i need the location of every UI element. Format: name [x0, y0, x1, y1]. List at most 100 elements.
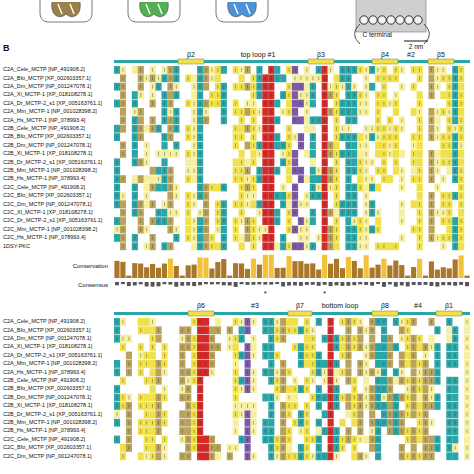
- residue-cell: [434, 74, 440, 82]
- residue-glyph: [152, 236, 153, 240]
- residue-glyph: [253, 186, 254, 190]
- residue-cell: [411, 402, 417, 410]
- residue-cell: [191, 167, 197, 175]
- residue-cell: [334, 133, 340, 141]
- residue-glyph: [146, 152, 147, 156]
- residue-glyph: [330, 93, 331, 97]
- residue-cell: [161, 100, 167, 108]
- residue-cell: [328, 91, 334, 99]
- residue-cell: [304, 66, 310, 74]
- residue-glyph: [289, 85, 290, 89]
- residue-cell: [417, 167, 423, 175]
- residue-cell: [161, 66, 167, 74]
- residue-glyph: [170, 127, 171, 131]
- residue-glyph: [188, 127, 189, 131]
- residue-glyph: [289, 144, 290, 148]
- residue-cell: [304, 74, 310, 82]
- residue-glyph: [348, 85, 349, 89]
- residue-glyph: [265, 202, 266, 206]
- residue-cell: [250, 368, 256, 376]
- residue-cell: [292, 402, 298, 410]
- residue-cell: [150, 100, 156, 108]
- residue-cell: [286, 209, 292, 217]
- residue-glyph: [395, 135, 396, 139]
- residue-cell: [452, 234, 458, 242]
- residue-cell: [150, 335, 156, 343]
- residue-glyph: [188, 169, 189, 173]
- residue-glyph: [449, 102, 450, 106]
- residue-cell: [351, 150, 357, 158]
- residue-glyph: [253, 244, 254, 248]
- residue-glyph: [170, 135, 171, 139]
- residue-glyph: [241, 211, 242, 215]
- residue-cell: [345, 335, 351, 343]
- residue-cell: [114, 385, 120, 393]
- residue-cell: [458, 226, 464, 234]
- residue-cell: [233, 394, 239, 402]
- residue-cell: [434, 209, 440, 217]
- residue-cell: [405, 335, 411, 343]
- residue-cell: [191, 175, 197, 183]
- residue-cell: [197, 335, 203, 343]
- residue-glyph: [366, 211, 367, 215]
- residue-glyph: [300, 219, 301, 223]
- residue-cell: [381, 318, 387, 326]
- strand-mark: [58, 4, 74, 14]
- residue-glyph: [378, 211, 379, 215]
- residue-cell: [357, 394, 363, 402]
- residue-cell: [120, 226, 126, 234]
- residue-cell: [334, 184, 340, 192]
- residue-cell: [197, 167, 203, 175]
- residue-cell: [209, 352, 215, 360]
- residue-glyph: [449, 85, 450, 89]
- residue-glyph: [170, 186, 171, 190]
- residue-cell: [156, 326, 162, 334]
- residue-cell: [286, 200, 292, 208]
- residue-cell: [167, 83, 173, 91]
- residue-glyph: [253, 93, 254, 97]
- residue-cell: [150, 368, 156, 376]
- residue-glyph: [461, 118, 462, 122]
- residue-cell: [138, 83, 144, 91]
- residue-cell: [256, 150, 262, 158]
- residue-cell: [428, 402, 434, 410]
- residue-cell: [345, 184, 351, 192]
- residue-glyph: [306, 110, 307, 114]
- residue-cell: [322, 368, 328, 376]
- residue-cell: [464, 352, 470, 360]
- residue-cell: [351, 184, 357, 192]
- residue-cell: [405, 343, 411, 351]
- residue-cell: [126, 368, 132, 376]
- residue-cell: [262, 209, 268, 217]
- residue-cell: [351, 335, 357, 343]
- residue-cell: [221, 83, 227, 91]
- residue-cell: [322, 91, 328, 99]
- residue-cell: [322, 167, 328, 175]
- residue-glyph: [265, 219, 266, 223]
- residue-cell: [209, 343, 215, 351]
- residue-cell: [363, 200, 369, 208]
- residue-cell: [239, 326, 245, 334]
- residue-glyph: [271, 144, 272, 148]
- residue-cell: [440, 158, 446, 166]
- residue-glyph: [200, 228, 201, 232]
- residue-cell: [161, 410, 167, 418]
- residue-cell: [334, 394, 340, 402]
- residue-cell: [262, 242, 268, 250]
- residue-cell: [138, 326, 144, 334]
- residue-cell: [185, 133, 191, 141]
- residue-cell: [233, 142, 239, 150]
- residue-cell: [239, 108, 245, 116]
- residue-cell: [458, 158, 464, 166]
- residue-glyph: [366, 102, 367, 106]
- residue-glyph: [277, 169, 278, 173]
- residue-cell: [351, 318, 357, 326]
- residue-cell: [239, 209, 245, 217]
- residue-glyph: [170, 219, 171, 223]
- residue-glyph: [324, 144, 325, 148]
- residue-cell: [411, 158, 417, 166]
- residue-glyph: [378, 93, 379, 97]
- residue-glyph: [283, 236, 284, 240]
- residue-cell: [138, 91, 144, 99]
- residue-cell: [316, 368, 322, 376]
